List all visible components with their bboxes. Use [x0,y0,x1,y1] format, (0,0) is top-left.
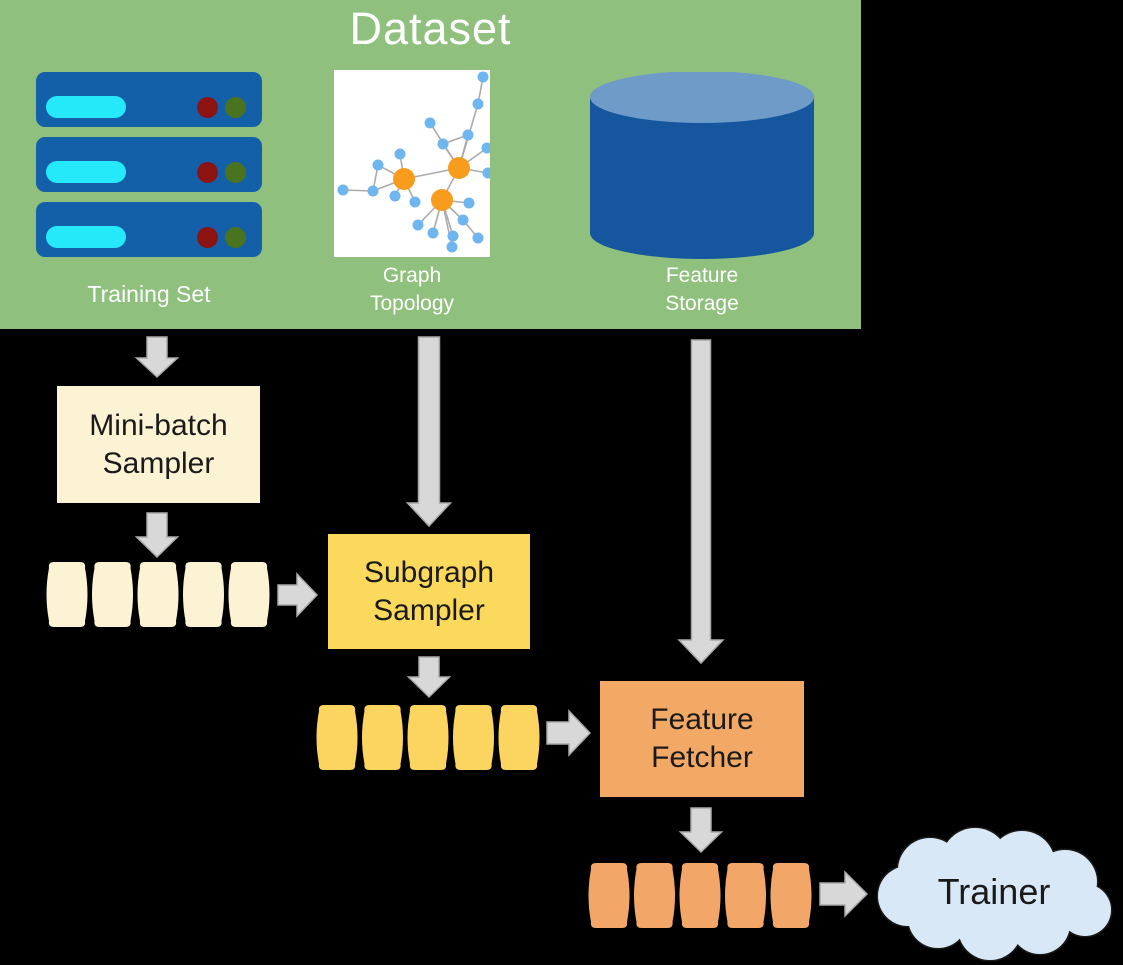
server-led-red-icon [197,162,218,183]
subgraph-sampler-node: Subgraph Sampler [328,534,530,649]
arrow-graph-to-subgraph [405,336,453,528]
server-stack-icon [36,72,262,257]
arrow-queue-to-subgraph [277,572,319,618]
trainer-cloud-fill [878,828,1111,960]
arrow-queue-to-trainer [819,870,869,918]
arrow-storage-to-fetcher [677,339,725,665]
trainer-label: Trainer [937,871,1051,912]
mini-batch-queue [46,562,270,627]
subgraph-queue [316,705,540,770]
server-led-green-icon [225,227,246,248]
arrow-minibatch-to-queue [134,512,180,559]
trainer-cloud [876,826,1113,962]
graph-hub-nodes [393,157,470,211]
mini-batch-sampler-node: Mini-batch Sampler [57,386,260,503]
server-led-green-icon [225,97,246,118]
feature-fetcher-node: Feature Fetcher [600,681,804,797]
arrow-trainingset-to-minibatch [134,336,180,379]
dataset-panel-title: Dataset [349,3,512,54]
server-light-pill [46,96,126,118]
arrow-subgraph-to-queue [406,656,452,699]
graph-network-icon [334,70,490,257]
graph-leaf-nodes [337,71,490,253]
server-led-red-icon [197,97,218,118]
feature-queue [588,863,812,928]
arrow-fetcher-to-queue [678,807,724,854]
arrow-queue-to-fetcher [546,709,592,757]
server-light-pill [46,226,126,248]
server-bar [36,72,262,127]
training-set-label: Training Set [87,281,211,307]
server-led-red-icon [197,227,218,248]
database-cylinder-icon [590,72,814,259]
server-bar [36,202,262,257]
server-led-green-icon [225,162,246,183]
server-bar [36,137,262,192]
server-light-pill [46,161,126,183]
graph-topology-label: Graph Topology [369,264,455,315]
feature-storage-label: Feature Storage [665,264,739,315]
